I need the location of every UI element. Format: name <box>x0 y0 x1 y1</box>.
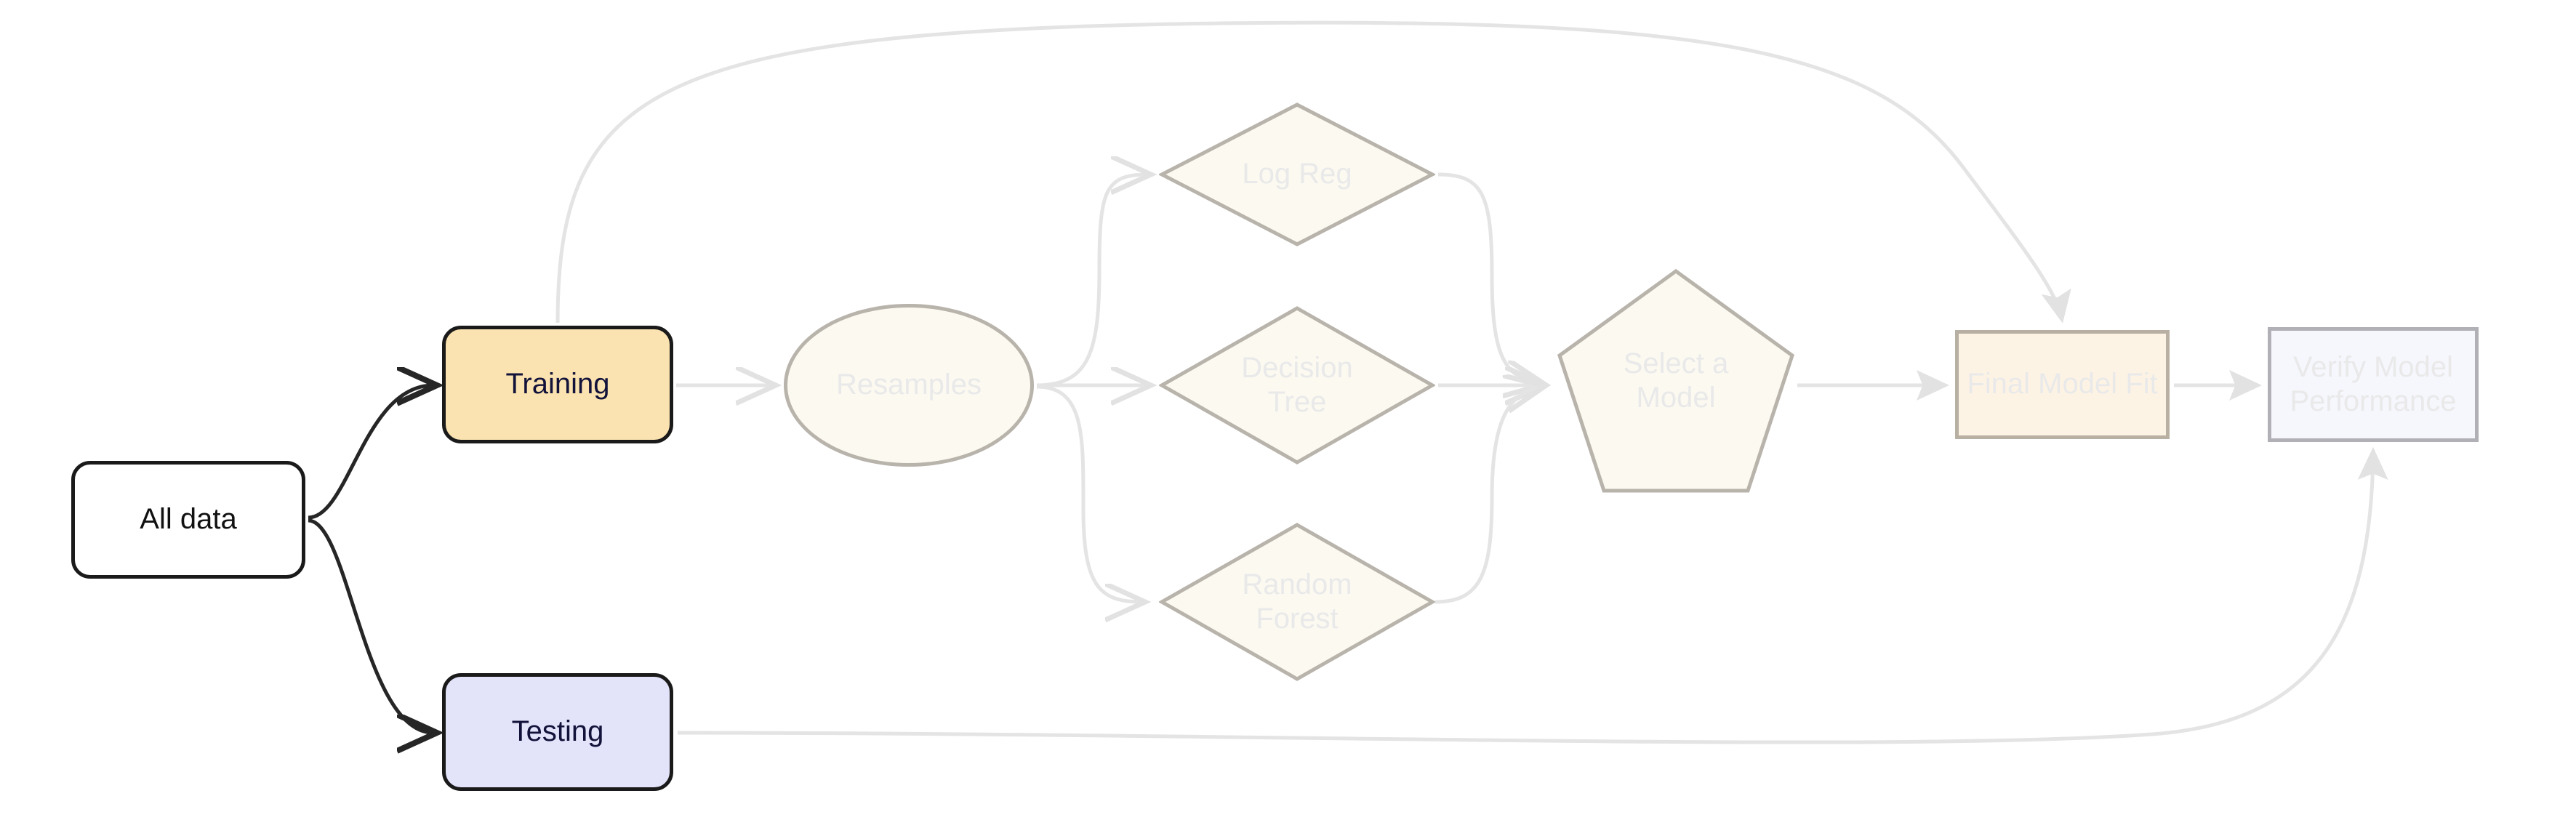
node-label-select-model: Select a Model <box>1623 347 1729 414</box>
edge-randomforest-selectmodel <box>1435 387 1541 604</box>
edge-logreg-selectmodel <box>1437 172 1541 384</box>
edge-training-finalfit <box>555 20 2071 323</box>
node-training[interactable]: Training <box>442 326 673 443</box>
node-label-testing: Testing <box>511 715 604 748</box>
node-resamples[interactable]: Resamples <box>784 304 1034 467</box>
edge-alldata-testing <box>308 518 433 733</box>
node-label-decision-tree: Decision Tree <box>1241 351 1353 418</box>
node-decision-tree[interactable]: Decision Tree <box>1159 305 1435 465</box>
node-select-model[interactable]: Select a Model <box>1556 268 1796 494</box>
node-label-all-data: All data <box>140 503 237 536</box>
node-label-resamples: Resamples <box>835 369 982 401</box>
node-log-reg[interactable]: Log Reg <box>1159 102 1435 247</box>
node-label-training: Training <box>505 368 610 401</box>
node-verify-model-performance[interactable]: Verify Model Performance <box>2268 327 2479 442</box>
edge-alldata-training <box>308 385 433 520</box>
node-label-random-forest: Random Forest <box>1242 568 1352 635</box>
node-label-verify-model-performance: Verify Model Performance <box>2290 350 2457 417</box>
node-final-model-fit[interactable]: Final Model Fit <box>1955 330 2170 439</box>
node-all-data[interactable]: All data <box>71 461 305 579</box>
node-random-forest[interactable]: Random Forest <box>1159 522 1435 682</box>
edge-resamples-randomforest <box>1036 385 1141 602</box>
node-label-log-reg: Log Reg <box>1242 158 1352 190</box>
edge-resamples-logreg <box>1036 174 1147 387</box>
edge-testing-verify <box>677 447 2388 744</box>
node-label-final-model-fit: Final Model Fit <box>1967 368 2158 401</box>
node-testing[interactable]: Testing <box>442 673 673 791</box>
